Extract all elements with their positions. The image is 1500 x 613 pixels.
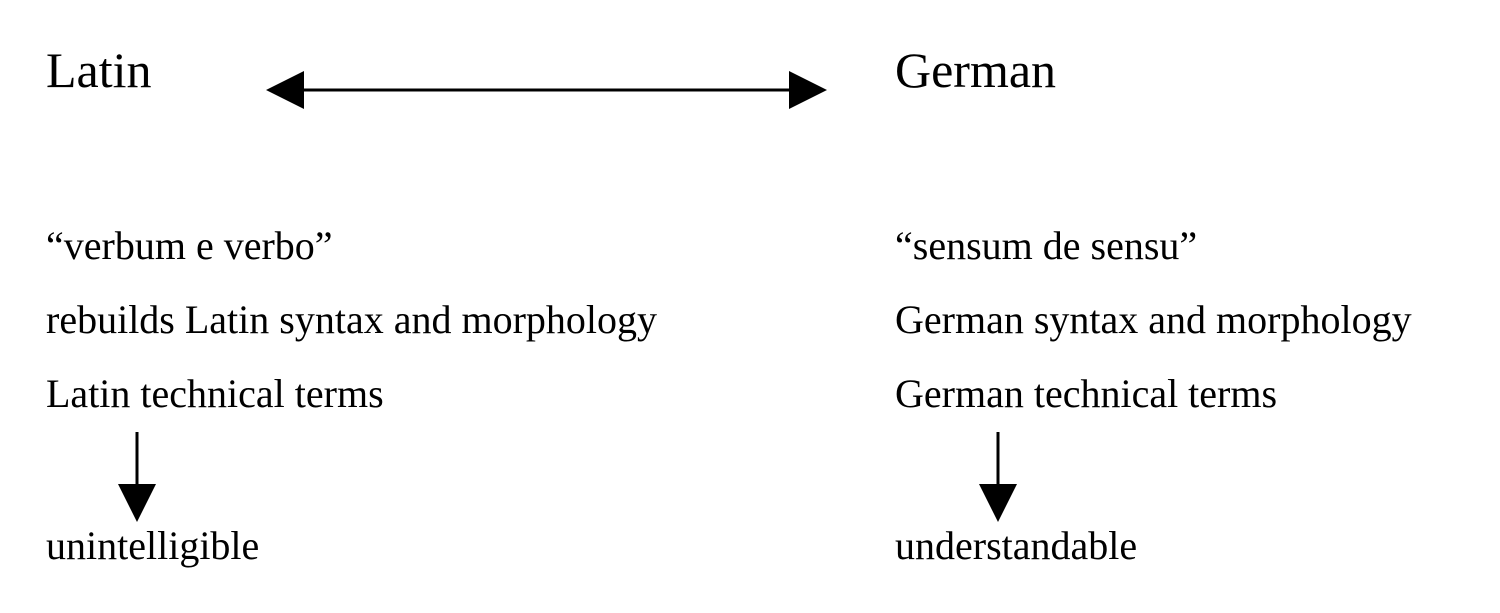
latin-principle: “verbum e verbo” (46, 223, 333, 268)
right-down-arrow-icon (979, 432, 1017, 522)
latin-syntax: rebuilds Latin syntax and morphology (46, 297, 658, 342)
latin-result: unintelligible (46, 523, 260, 568)
german-result: understandable (895, 523, 1138, 568)
german-heading: German (895, 42, 1057, 98)
german-syntax: German syntax and morphology (895, 297, 1412, 342)
german-principle: “sensum de sensu” (895, 223, 1198, 268)
latin-terms: Latin technical terms (46, 371, 384, 416)
latin-heading: Latin (46, 42, 152, 98)
double-headed-arrow-icon (266, 71, 827, 109)
german-terms: German technical terms (895, 371, 1278, 416)
left-down-arrow-icon (118, 432, 156, 522)
